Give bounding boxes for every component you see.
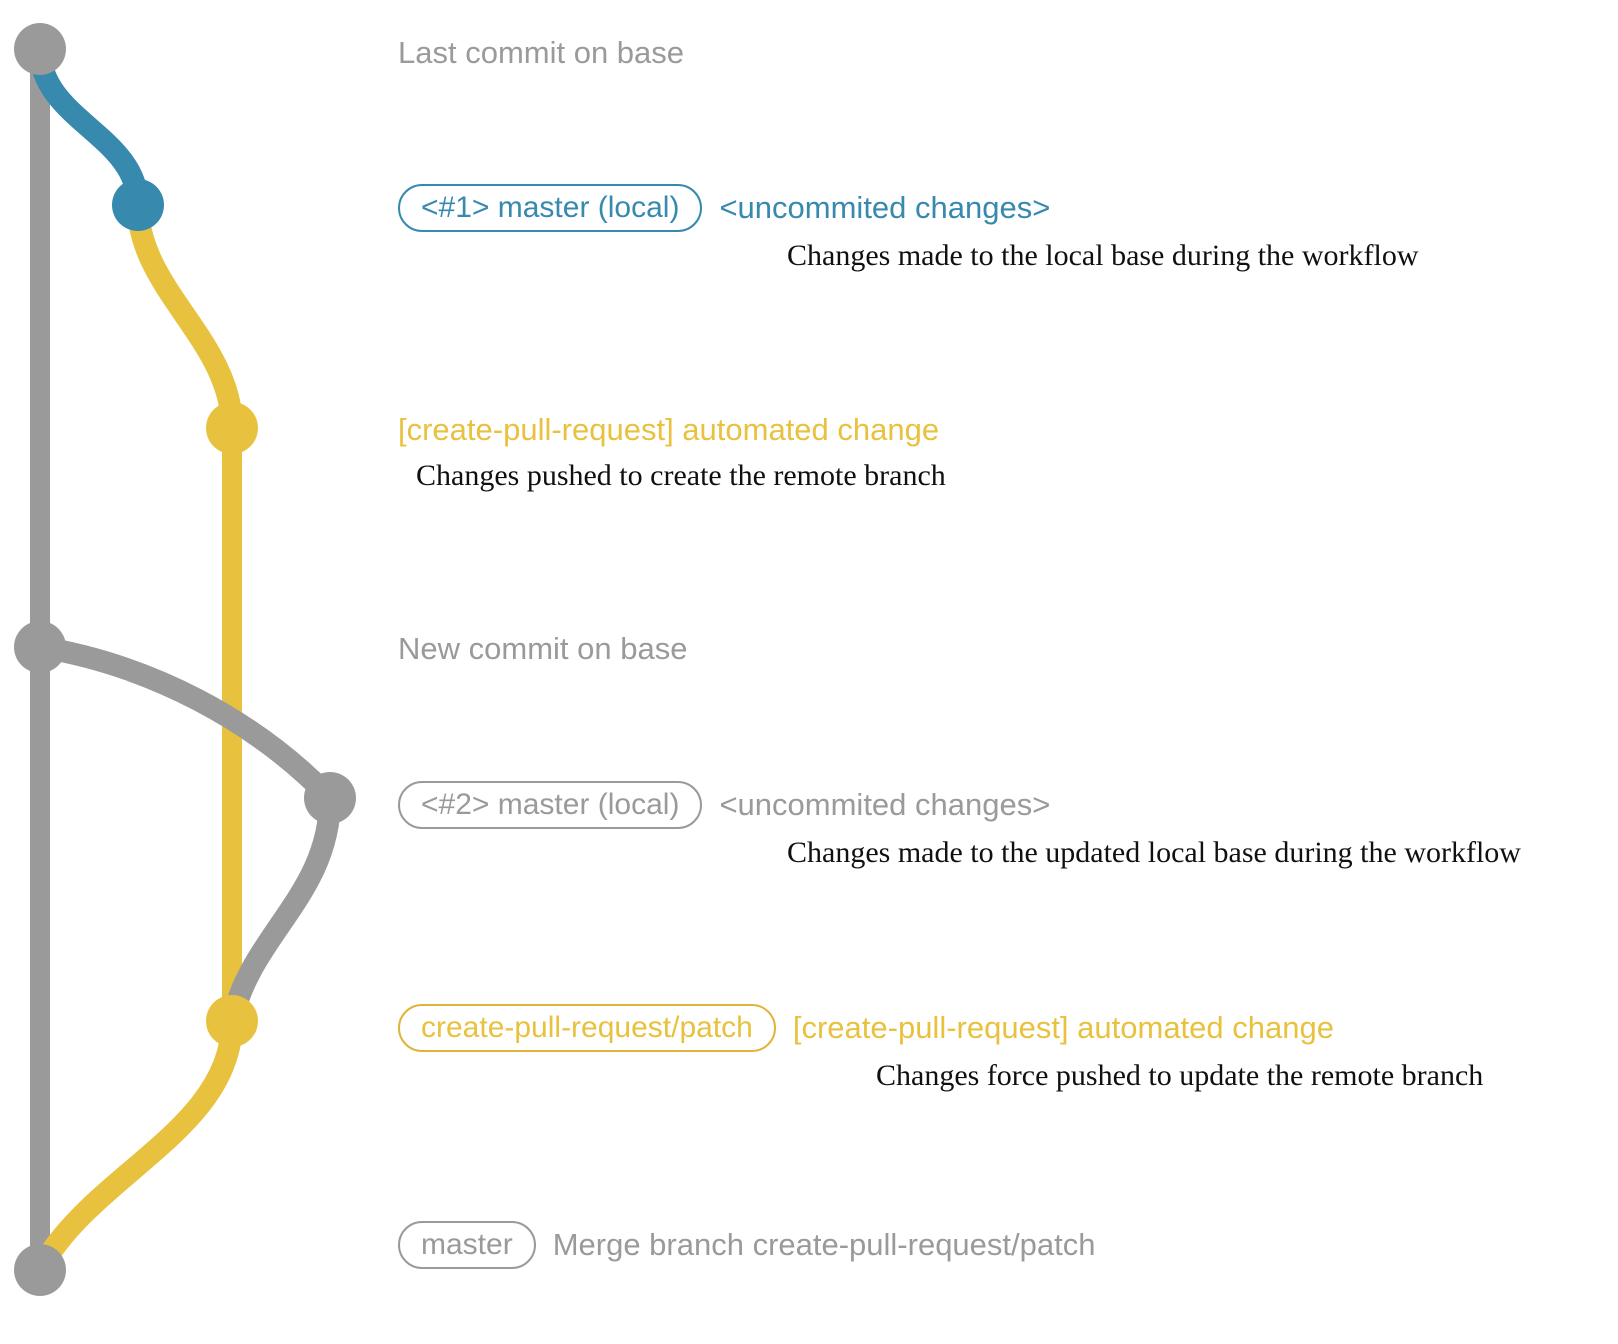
commit-note-local-1: Changes made to the local base during th… (787, 239, 1419, 272)
commit-row-merge: master Merge branch create-pull-request/… (398, 1221, 1095, 1269)
commit-subject: Last commit on base (398, 35, 685, 70)
commit-subject: <uncommited changes> (719, 787, 1051, 822)
commit-header: <#1> master (local) <uncommited changes> (398, 184, 1050, 232)
node-commit-merge[interactable] (14, 1244, 66, 1296)
edge-local2-to-automated2 (221, 787, 341, 1032)
commit-row-local-2: <#2> master (local) <uncommited changes> (398, 781, 1050, 829)
node-commit-local-2[interactable] (304, 772, 356, 824)
commit-row-automated-change-2: create-pull-request/patch [create-pull-r… (398, 1004, 1334, 1052)
node-commit-last-base[interactable] (14, 23, 66, 75)
edge-automated2-to-merge (29, 1010, 243, 1281)
ref-badge-master[interactable]: master (398, 1221, 536, 1269)
edge-local1-to-automated1 (127, 194, 243, 439)
commit-row-last-commit-on-base: Last commit on base (398, 37, 684, 68)
commit-subject: New commit on base (398, 631, 688, 666)
commit-subject: [create-pull-request] automated change (398, 412, 940, 447)
commit-note-automated-change-1: Changes pushed to create the remote bran… (416, 459, 946, 492)
commit-row-new-commit-on-base: New commit on base (398, 633, 687, 664)
commit-row-automated-change-1: [create-pull-request] automated change (398, 414, 939, 445)
node-commit-new-base[interactable] (14, 621, 66, 673)
commit-note-automated-change-2: Changes force pushed to update the remot… (876, 1059, 1484, 1092)
edge-newbase-to-local2 (29, 636, 341, 809)
ref-badge-create-pull-request-patch[interactable]: create-pull-request/patch (398, 1004, 776, 1052)
commit-subject: [create-pull-request] automated change (792, 1010, 1334, 1045)
node-commit-local-1[interactable] (112, 179, 164, 231)
git-graph (14, 23, 356, 1296)
commit-header: create-pull-request/patch [create-pull-r… (398, 1004, 1334, 1052)
commit-note-local-2: Changes made to the updated local base d… (787, 836, 1521, 869)
commit-header: <#2> master (local) <uncommited changes> (398, 781, 1050, 829)
commit-row-local-1: <#1> master (local) <uncommited changes> (398, 184, 1050, 232)
commit-subject: Merge branch create-pull-request/patch (552, 1227, 1096, 1262)
node-commit-automated-1[interactable] (206, 402, 258, 454)
commit-header: master Merge branch create-pull-request/… (398, 1221, 1095, 1269)
node-commit-automated-2[interactable] (206, 995, 258, 1047)
ref-badge-master-local-2[interactable]: <#2> master (local) (398, 781, 703, 829)
ref-badge-master-local-1[interactable]: <#1> master (local) (398, 184, 703, 232)
commit-subject: <uncommited changes> (719, 190, 1051, 225)
